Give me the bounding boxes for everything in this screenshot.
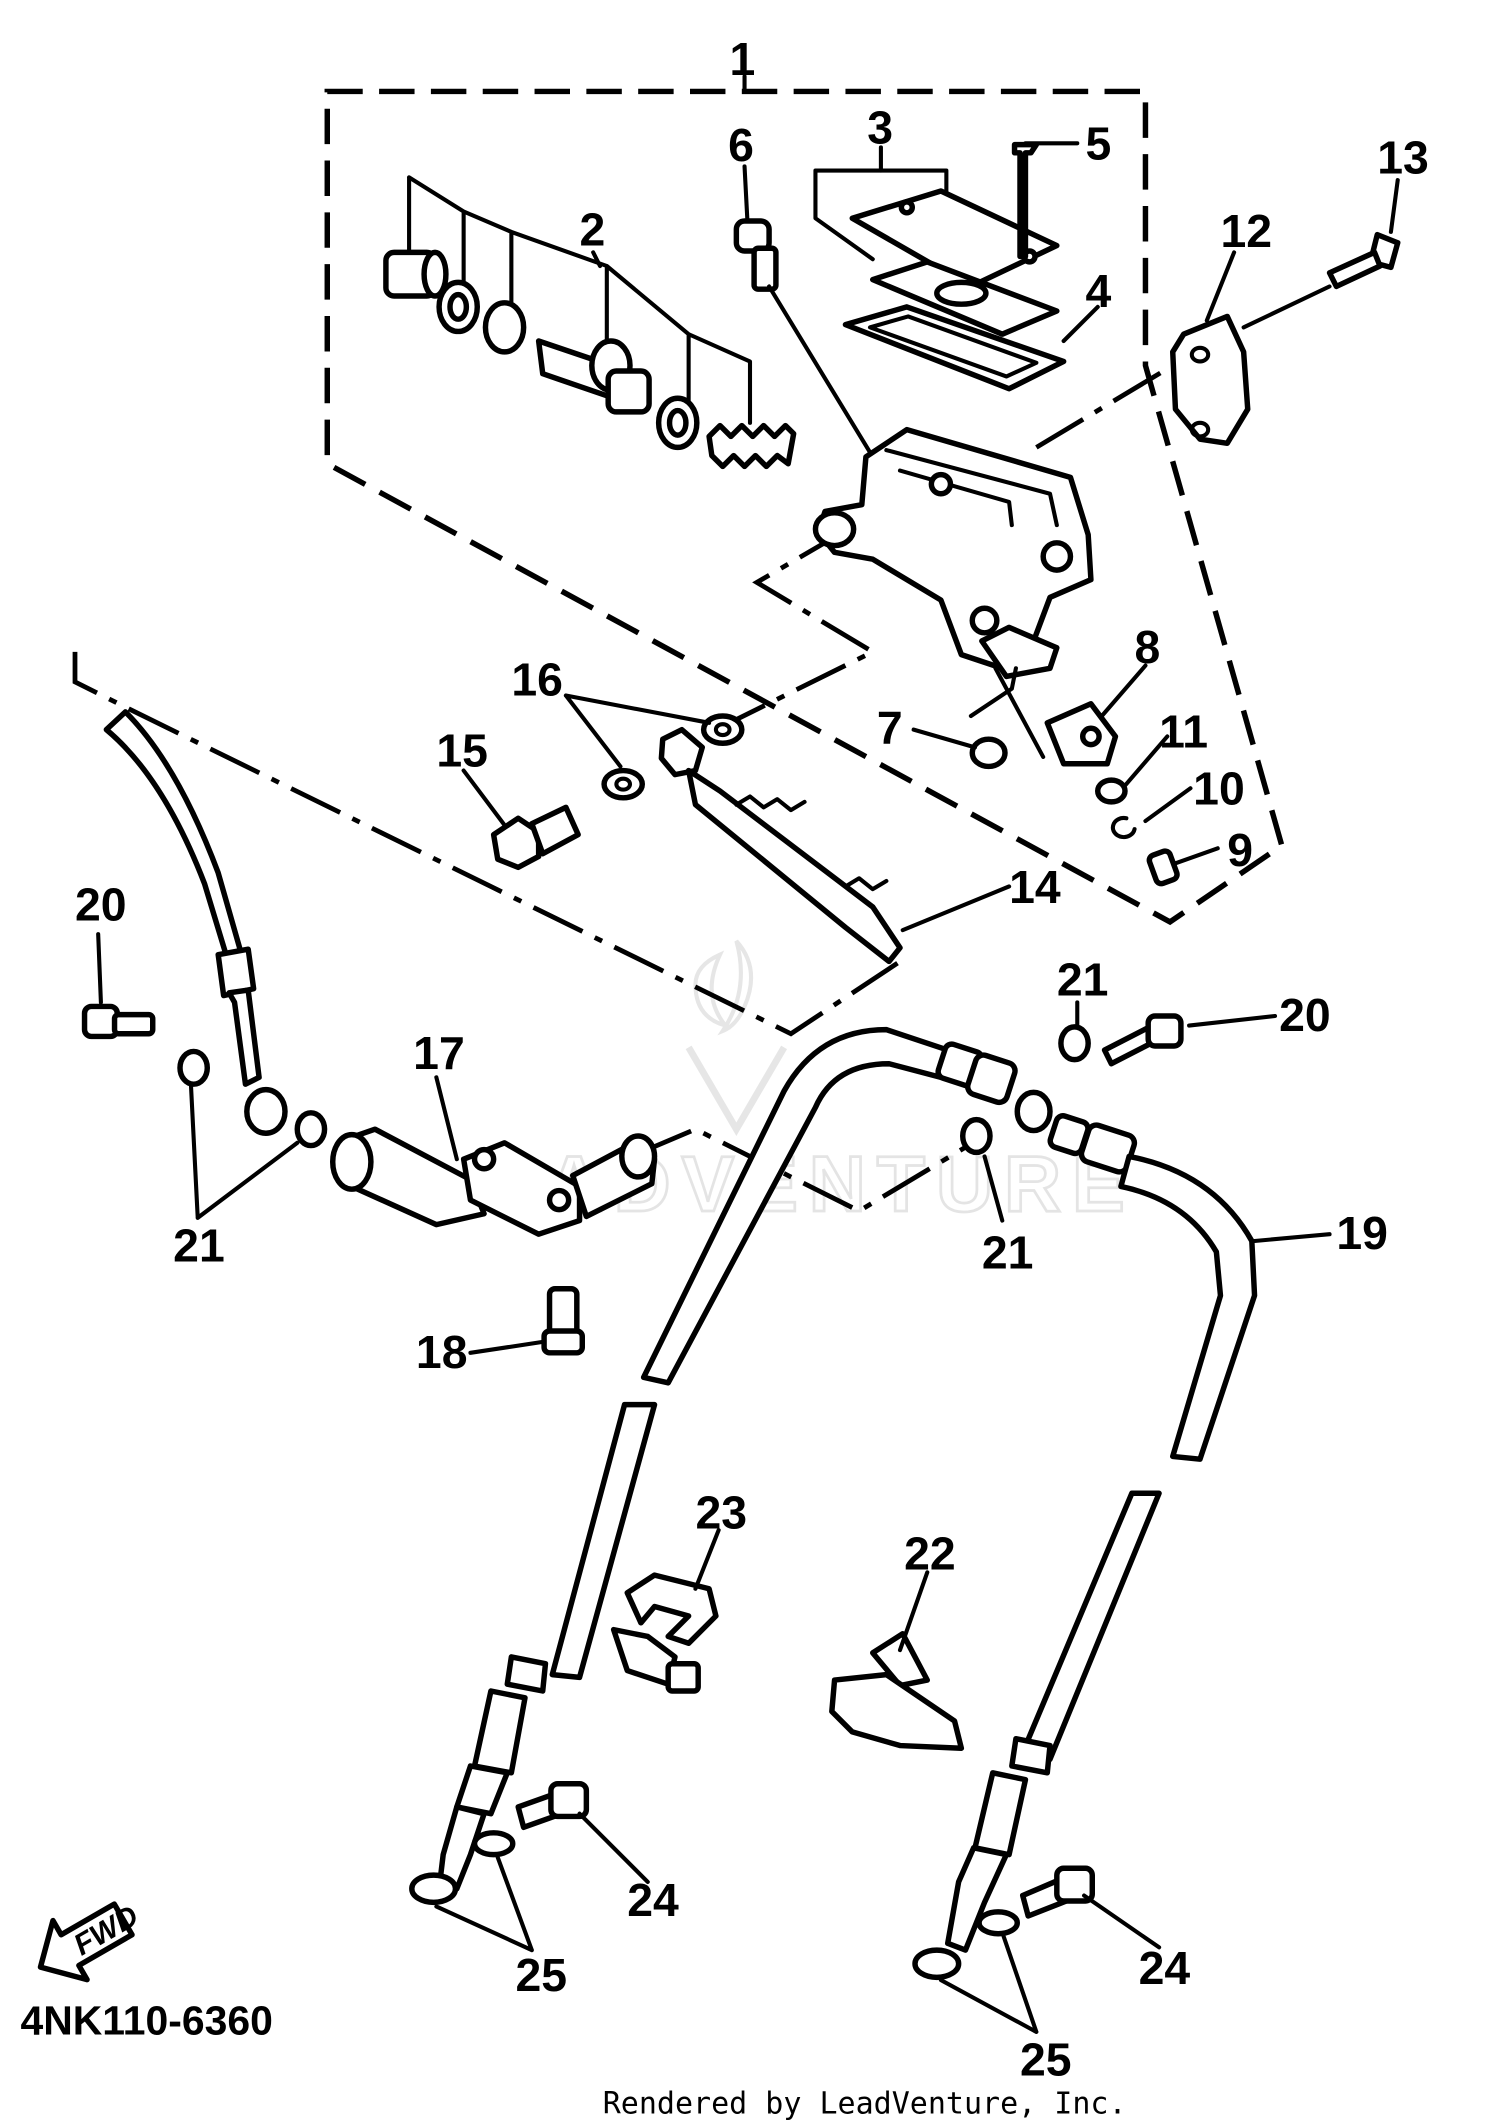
callout-25-left: 25 — [515, 1949, 567, 2001]
callout-11: 11 — [1159, 705, 1208, 757]
callout-2: 2 — [580, 204, 606, 256]
callout-12: 12 — [1220, 205, 1272, 257]
callout-3: 3 — [867, 101, 893, 153]
callout-21-top: 21 — [1057, 954, 1109, 1006]
callout-21-left: 21 — [173, 1219, 225, 1271]
callout-18: 18 — [416, 1326, 468, 1378]
render-credit: Rendered by LeadVenture, Inc. — [603, 2087, 1127, 2122]
piston-kit — [383, 175, 797, 470]
bolts — [81, 1003, 1184, 1919]
lower-left-hose — [409, 1654, 549, 1906]
callout-22: 22 — [904, 1528, 956, 1580]
callout-5: 5 — [1085, 118, 1111, 170]
leader-lines — [96, 74, 1400, 2034]
banjo-fitting-parts — [490, 713, 903, 965]
callout-6: 6 — [728, 119, 754, 171]
callout-14: 14 — [1009, 861, 1061, 913]
upper-brake-hose — [103, 709, 288, 1136]
routing-line-hose — [72, 651, 902, 1037]
joint-block — [330, 1126, 658, 1356]
callout-7: 7 — [877, 701, 903, 753]
callout-9: 9 — [1227, 824, 1253, 876]
callout-1: 1 — [730, 33, 756, 85]
callout-labels: 1 2 3 4 5 6 7 8 9 10 11 12 13 14 15 16 1… — [75, 33, 1429, 2085]
routing-line-clamp — [1035, 355, 1188, 450]
callout-23: 23 — [695, 1487, 747, 1539]
callout-8: 8 — [1135, 621, 1161, 673]
callout-21-center: 21 — [982, 1226, 1034, 1278]
callout-25-right: 25 — [1020, 2034, 1072, 2086]
diagram-code: 4NK110-6360 — [20, 1998, 272, 2044]
reservoir-cap-set — [813, 141, 1067, 392]
master-cylinder-body — [812, 426, 1094, 759]
routing-line-bolt16 — [714, 532, 878, 732]
routing-line-19 — [639, 1126, 970, 1214]
callout-15: 15 — [436, 724, 488, 776]
fwd-arrow: FWD — [37, 1899, 144, 1983]
callout-13: 13 — [1377, 131, 1429, 183]
callout-20-right: 20 — [1279, 989, 1331, 1041]
callout-4: 4 — [1085, 265, 1111, 317]
hose-clamps — [610, 1572, 965, 1751]
callout-17: 17 — [413, 1027, 465, 1079]
copper-washers — [177, 1024, 1091, 1156]
callout-16: 16 — [511, 654, 563, 706]
lever-pivot-parts — [968, 666, 1180, 887]
handlebar-clamp — [1170, 231, 1401, 447]
callout-24-left: 24 — [627, 1874, 679, 1926]
brake-pipe-19 — [549, 1026, 1258, 1762]
callout-19: 19 — [1336, 1207, 1388, 1259]
callout-24-right: 24 — [1139, 1942, 1191, 1994]
callout-10: 10 — [1193, 763, 1245, 815]
lower-right-hose — [912, 1736, 1053, 1981]
callout-20-left: 20 — [75, 879, 127, 931]
